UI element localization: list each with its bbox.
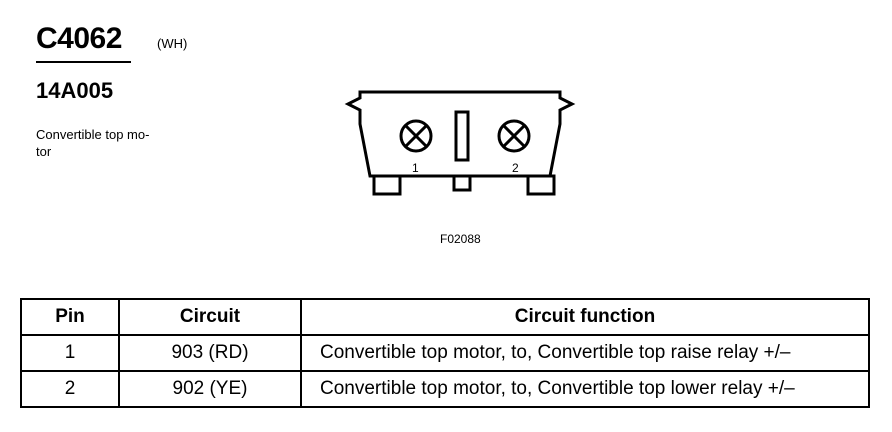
cell-circuit: 902 (YE) <box>118 370 302 408</box>
connector-id-underline <box>36 61 131 63</box>
color-code: (WH) <box>157 36 188 51</box>
latch-tab-center <box>452 174 472 192</box>
connector-body <box>344 90 576 178</box>
header-pin: Pin <box>20 298 120 336</box>
pin-table: Pin Circuit Circuit function 1 903 (RD) … <box>20 298 870 408</box>
table-row: 2 902 (YE) Convertible top motor, to, Co… <box>20 370 870 408</box>
connector-diagram: 1 2 <box>344 90 576 196</box>
pin-2-terminal-icon <box>497 119 531 153</box>
pin-1-terminal-icon <box>399 119 433 153</box>
cell-circuit-function: Convertible top motor, to, Convertible t… <box>300 334 870 372</box>
figure-id: F02088 <box>440 232 481 246</box>
connector-description: Convertible top mo- tor <box>36 127 150 159</box>
cell-pin: 1 <box>20 334 120 372</box>
cell-circuit-function: Convertible top motor, to, Convertible t… <box>300 370 870 408</box>
pin-2-label: 2 <box>512 161 519 175</box>
cell-pin: 2 <box>20 370 120 408</box>
latch-tab-right <box>526 174 556 196</box>
connector-id: C4062 <box>36 22 122 55</box>
pin-1-label: 1 <box>412 161 419 175</box>
table-row: 1 903 (RD) Convertible top motor, to, Co… <box>20 334 870 372</box>
header-circuit-function: Circuit function <box>300 298 870 336</box>
header-circuit: Circuit <box>118 298 302 336</box>
table-header-row: Pin Circuit Circuit function <box>20 298 870 336</box>
key-slot <box>454 110 470 162</box>
latch-tab-left <box>372 174 402 196</box>
part-number: 14A005 <box>36 78 114 103</box>
cell-circuit: 903 (RD) <box>118 334 302 372</box>
